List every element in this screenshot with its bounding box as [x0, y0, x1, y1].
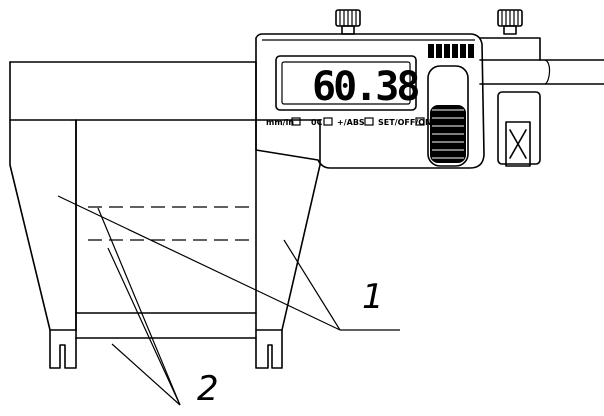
housing-grille — [428, 44, 474, 58]
abs-button[interactable]: +/ABS — [337, 117, 374, 127]
square-button-icon — [323, 117, 333, 126]
mm-in-button[interactable]: mm/in — [266, 117, 301, 127]
lcd-reading: 60.38 — [312, 64, 418, 110]
callout-1: 1 — [57, 195, 400, 331]
callout-2: 2 — [97, 207, 219, 409]
fixed-jaw — [9, 119, 257, 369]
svg-text:+/ABS: +/ABS — [337, 118, 365, 127]
square-button-icon — [291, 117, 301, 126]
caliper-beam — [9, 59, 604, 121]
locking-knob-right[interactable] — [479, 9, 541, 61]
set-off-on-button[interactable]: SET/OFF/ON — [378, 117, 432, 127]
square-button-icon — [415, 117, 425, 126]
svg-text:0C: 0C — [311, 118, 323, 127]
callout-1-label: 1 — [362, 277, 384, 317]
callout-2-label: 2 — [197, 369, 219, 409]
display-housing — [255, 9, 541, 169]
lcd-screen: 60.38 — [275, 55, 421, 111]
movable-jaw — [255, 61, 321, 369]
thumb-roller[interactable] — [427, 65, 469, 167]
measured-part — [75, 206, 257, 339]
slider-lock[interactable] — [497, 91, 541, 167]
locking-knob-left[interactable] — [335, 9, 361, 35]
zero-button[interactable]: 0C — [311, 117, 333, 127]
svg-text:SET/OFF/ON: SET/OFF/ON — [378, 118, 432, 127]
svg-text:mm/in: mm/in — [266, 118, 294, 127]
square-button-icon — [364, 117, 374, 126]
function-buttons: mm/in 0C +/ABS SET/OFF/ON — [266, 117, 432, 127]
